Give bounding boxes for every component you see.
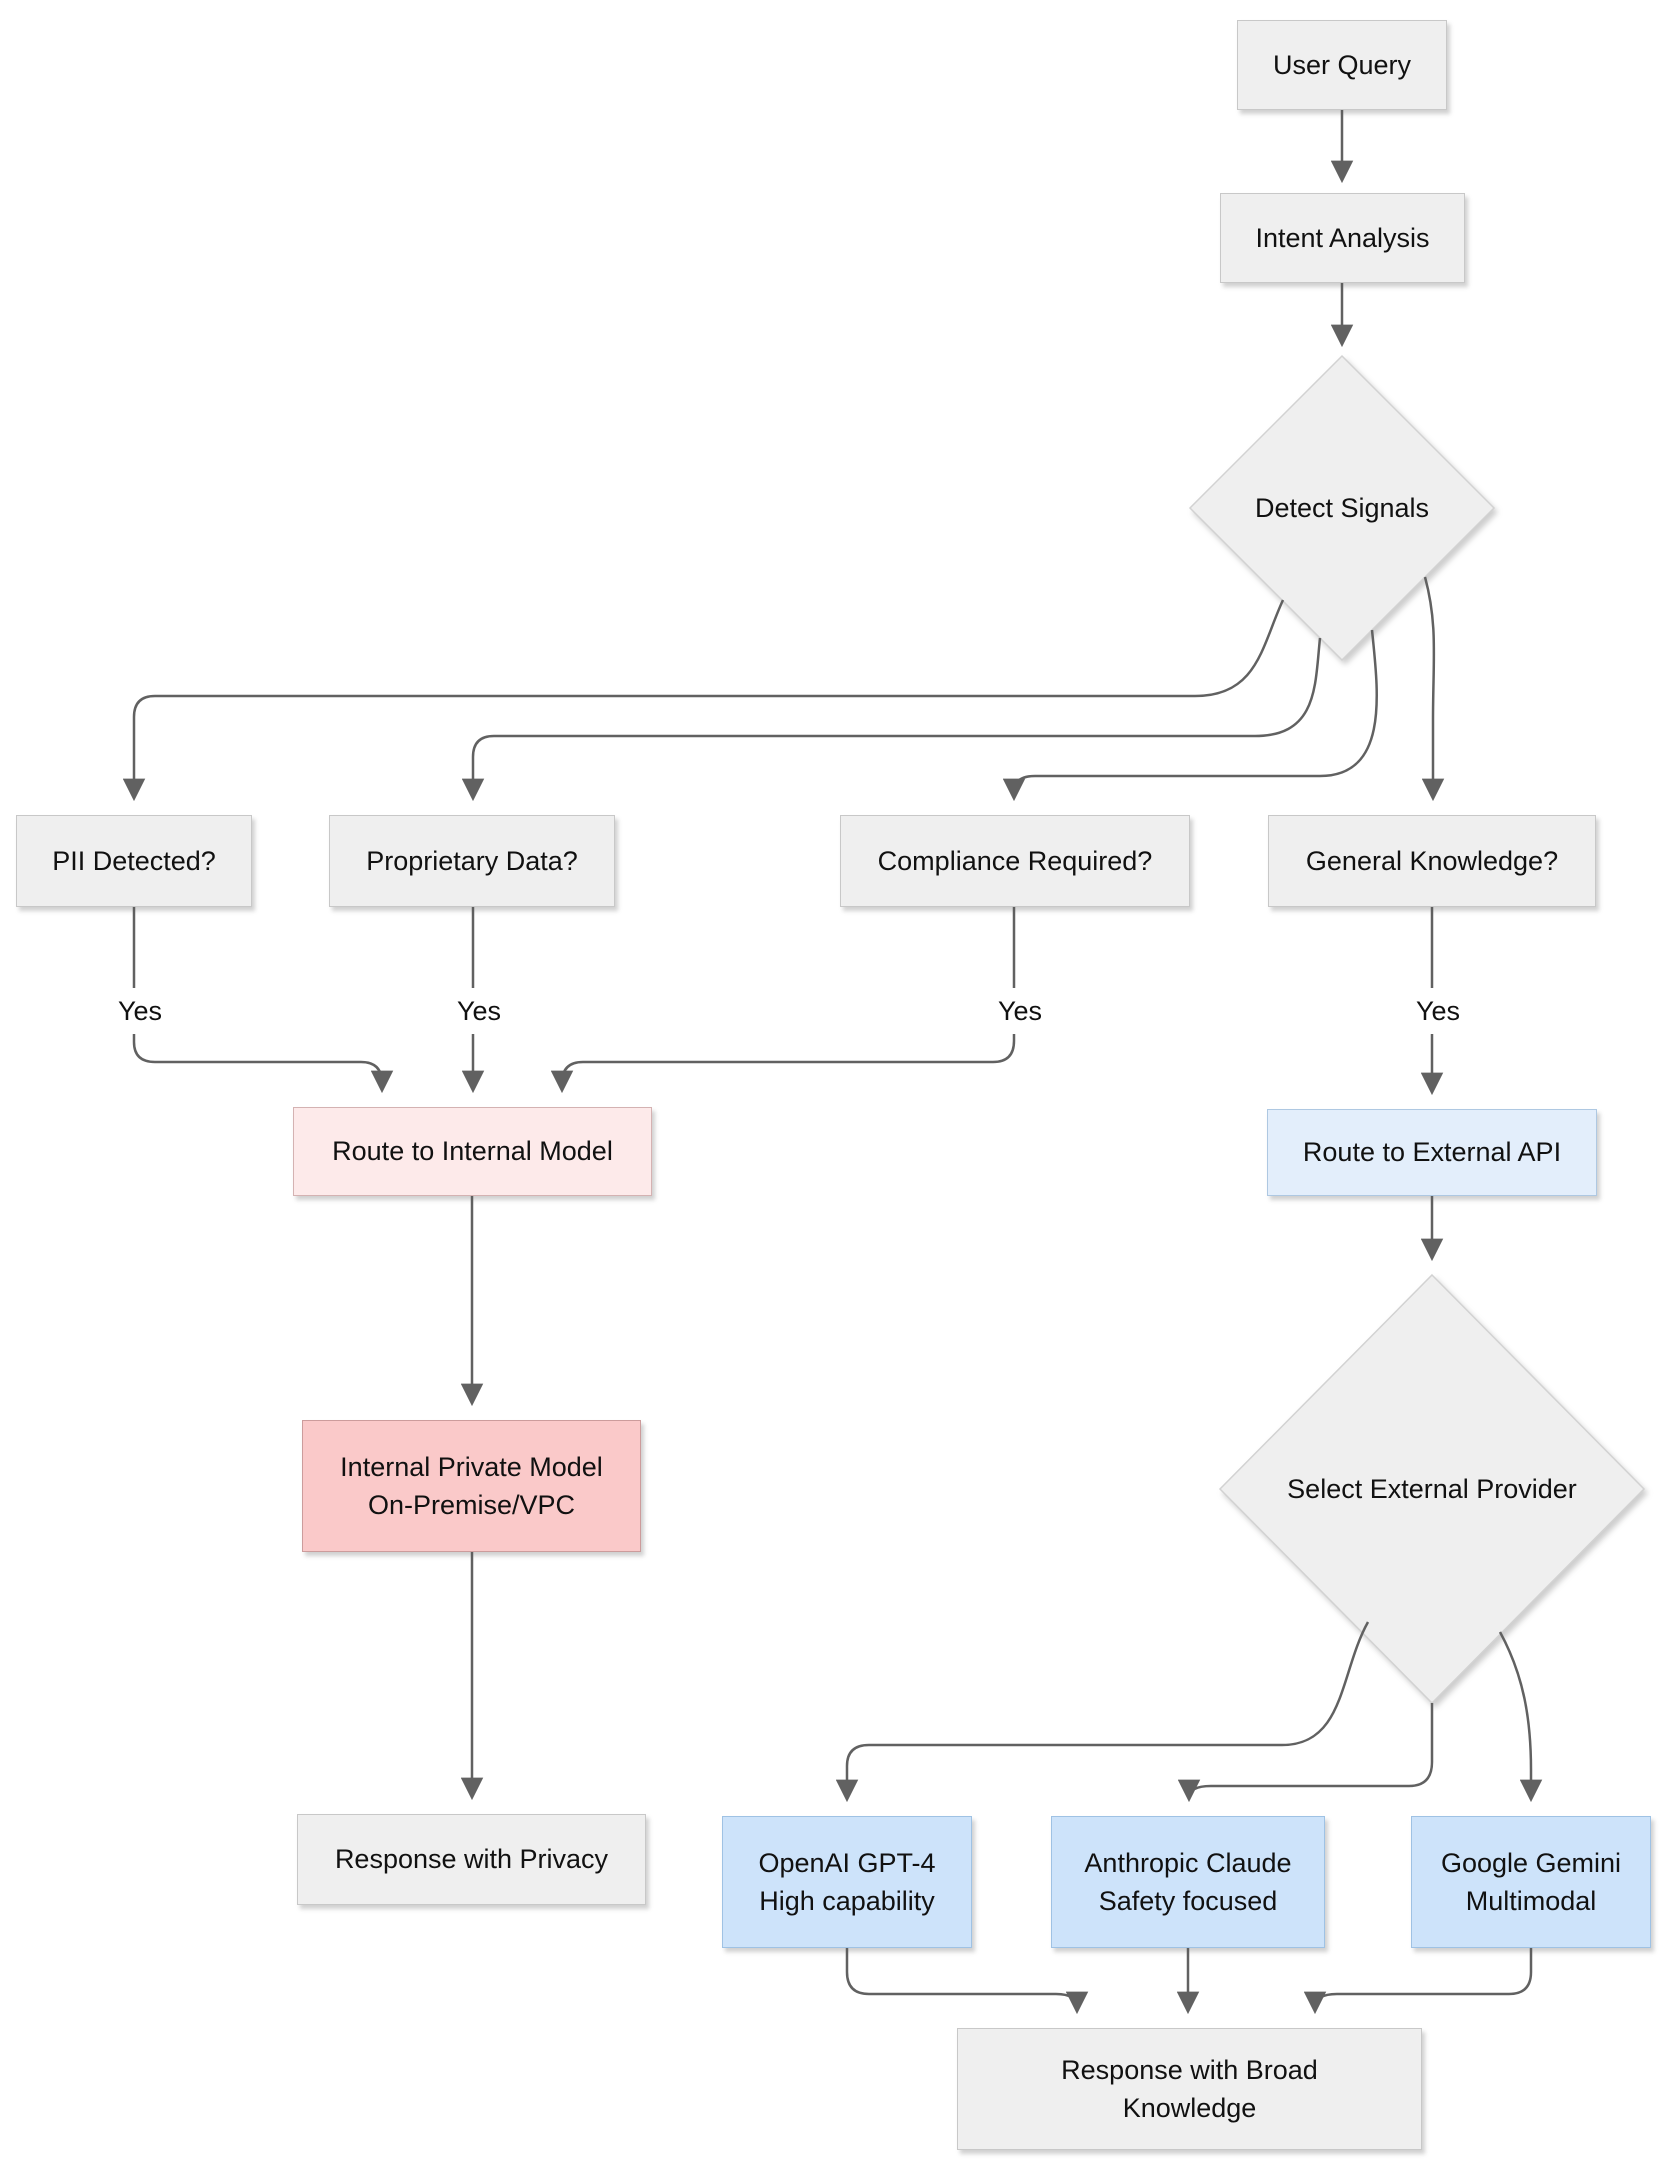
edge-detect-to-proprietary bbox=[461, 637, 1322, 802]
node-response-with-privacy: Response with Privacy bbox=[297, 1814, 646, 1905]
node-response-with-privacy-label: Response with Privacy bbox=[334, 1844, 609, 1875]
node-compliance-required: Compliance Required? bbox=[840, 815, 1190, 907]
detect-signals-diamond bbox=[1188, 354, 1496, 662]
node-route-internal-model: Route to Internal Model bbox=[293, 1107, 652, 1196]
edge-label-compliance-yes: Yes bbox=[982, 988, 1058, 1034]
node-route-external-api: Route to External API bbox=[1267, 1109, 1597, 1196]
node-google-gemini: Google Gemini Multimodal bbox=[1411, 1816, 1651, 1948]
node-user-query: User Query bbox=[1237, 20, 1447, 110]
node-google-gemini-line2: Multimodal bbox=[1465, 1886, 1597, 1916]
node-general-knowledge-label: General Knowledge? bbox=[1305, 845, 1559, 876]
edge-openai-to-response-broad bbox=[845, 1948, 1089, 2015]
edge-select-to-anthropic bbox=[1177, 1703, 1434, 1803]
node-intent-analysis: Intent Analysis bbox=[1220, 193, 1465, 283]
node-general-knowledge: General Knowledge? bbox=[1268, 815, 1596, 907]
edge-detect-to-pii bbox=[122, 599, 1285, 802]
node-pii-detected: PII Detected? bbox=[16, 815, 252, 907]
edge-select-to-openai bbox=[835, 1621, 1370, 1803]
node-pii-detected-label: PII Detected? bbox=[52, 845, 216, 876]
node-user-query-label: User Query bbox=[1272, 49, 1412, 80]
node-internal-private-model-line1: Internal Private Model bbox=[340, 1451, 603, 1482]
node-openai-gpt4-line2: High capability bbox=[759, 1886, 935, 1916]
edge-gemini-to-response-broad bbox=[1303, 1948, 1533, 2015]
node-proprietary-data-label: Proprietary Data? bbox=[366, 845, 578, 876]
edge-label-pii-yes: Yes bbox=[102, 988, 178, 1034]
node-route-internal-model-label: Route to Internal Model bbox=[332, 1136, 613, 1167]
node-detect-signals-label: Detect Signals bbox=[1254, 492, 1430, 523]
edge-compliance-yes-to-route-internal bbox=[550, 907, 1016, 1094]
node-anthropic-claude-line1: Anthropic Claude bbox=[1084, 1847, 1292, 1878]
node-response-broad-knowledge-line1: Response with Broad bbox=[1061, 2054, 1318, 2085]
node-internal-private-model: Internal Private Model On-Premise/VPC bbox=[302, 1420, 641, 1552]
node-internal-private-model-line2: On-Premise/VPC bbox=[367, 1490, 576, 1520]
node-compliance-required-label: Compliance Required? bbox=[877, 845, 1153, 876]
node-openai-gpt4: OpenAI GPT-4 High capability bbox=[722, 1816, 972, 1948]
edge-pii-yes-to-route-internal bbox=[132, 907, 394, 1094]
edge-select-to-gemini bbox=[1498, 1631, 1543, 1803]
node-anthropic-claude: Anthropic Claude Safety focused bbox=[1051, 1816, 1325, 1948]
node-anthropic-claude-line2: Safety focused bbox=[1098, 1886, 1278, 1916]
node-intent-analysis-label: Intent Analysis bbox=[1255, 222, 1430, 253]
node-select-external-provider-label: Select External Provider bbox=[1287, 1473, 1577, 1504]
node-response-broad-knowledge-line2: Knowledge bbox=[1122, 2093, 1257, 2123]
node-google-gemini-line1: Google Gemini bbox=[1440, 1847, 1622, 1878]
edge-detect-to-general bbox=[1421, 576, 1445, 802]
node-response-broad-knowledge: Response with Broad Knowledge bbox=[957, 2028, 1422, 2150]
edge-label-proprietary-yes: Yes bbox=[441, 988, 517, 1034]
edge-detect-to-compliance bbox=[1002, 629, 1378, 802]
edge-label-general-yes: Yes bbox=[1400, 988, 1476, 1034]
node-route-external-api-label: Route to External API bbox=[1302, 1137, 1562, 1168]
node-proprietary-data: Proprietary Data? bbox=[329, 815, 615, 907]
node-openai-gpt4-line1: OpenAI GPT-4 bbox=[758, 1847, 936, 1878]
